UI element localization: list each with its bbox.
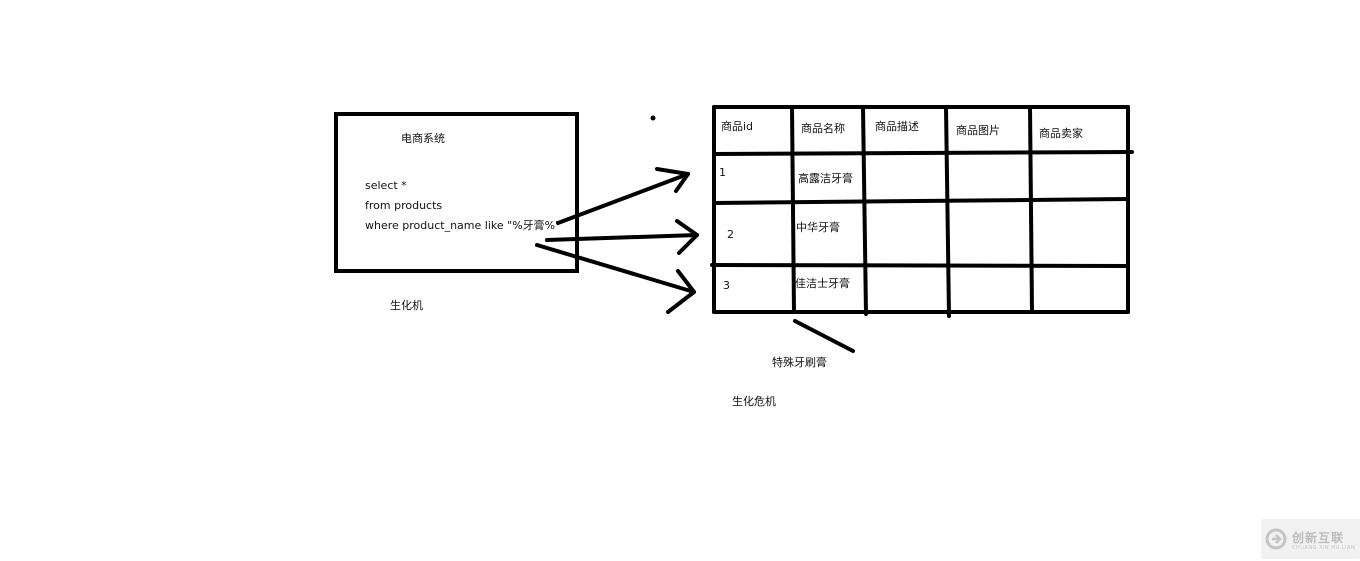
system-title: 电商系统 [401, 132, 445, 145]
table-cell-id: 2 [727, 228, 734, 241]
table-header: 商品名称 [801, 122, 845, 135]
sql-line: from products [365, 199, 443, 212]
table-cell-name: 中华牙膏 [796, 221, 840, 234]
sql-line: where product_name like "%牙膏%" [365, 219, 561, 232]
annotation-special: 特殊牙刷膏 [772, 356, 827, 369]
annotation-slash [793, 319, 855, 353]
sql-query: select * from products where product_nam… [365, 176, 560, 236]
table-cell-name: 高露洁牙膏 [798, 172, 853, 185]
arrow-to-row-1 [556, 167, 690, 225]
table-header: 商品图片 [956, 124, 1000, 137]
system-box [334, 112, 579, 273]
table-header: 商品描述 [875, 120, 919, 133]
table-cell-id: 3 [723, 279, 730, 292]
watermark-brand: 创新互联 [1292, 531, 1345, 545]
sql-line: select * [365, 179, 407, 192]
table-cell-name: 佳洁士牙膏 [795, 277, 850, 290]
watermark-sub: CHUANG XIN HU LIAN [1292, 545, 1356, 551]
table-header: 商品卖家 [1039, 127, 1083, 140]
arrow-to-row-2 [545, 219, 699, 255]
arrow-to-row-3 [535, 243, 696, 314]
annotation-crisis: 生化危机 [732, 395, 776, 408]
watermark-logo-icon [1265, 528, 1287, 550]
stray-dot [650, 115, 656, 121]
product-table-grid [710, 105, 1134, 318]
table-cell-id: 1 [719, 166, 726, 179]
table-header: 商品id [721, 120, 754, 133]
caption-left: 生化机 [390, 299, 423, 312]
